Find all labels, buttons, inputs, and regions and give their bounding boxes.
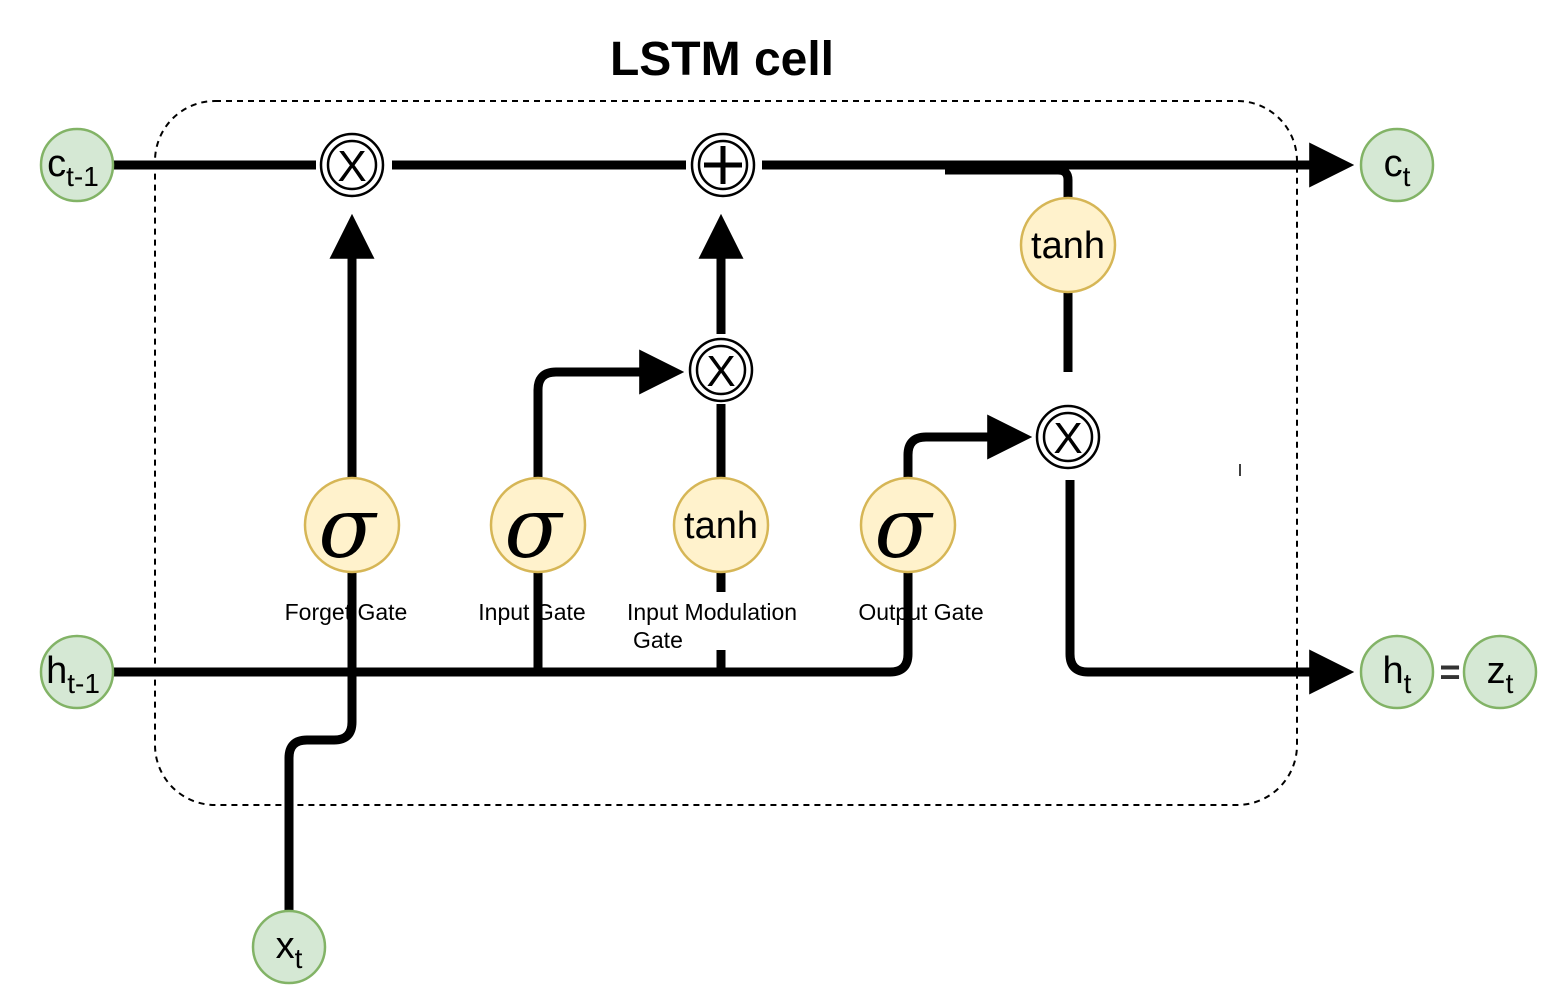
multiply-symbol: X [706,347,735,396]
multiply-symbol: X [1053,414,1082,463]
svg-text:ht-1: ht-1 [46,650,100,699]
node-main-label: h [46,650,67,692]
forget-gate-label: Forget Gate [285,599,408,625]
node-sub-label: t [1404,668,1412,699]
cell-boundary [154,100,1298,806]
input-gate-node: σ [489,476,587,577]
node-main-label: c [47,143,66,185]
tanh-label: tanh [1031,225,1105,267]
modulation-gate-node: tanh [672,476,770,574]
forget-gate-node: σ [303,476,401,577]
next-hidden-state-node: ht [1359,634,1435,710]
mult-to-hidden-line [1065,480,1355,695]
sigma-symbol: σ [504,479,564,577]
input-multiply-node: X [688,337,754,403]
sigma-symbol: σ [318,479,378,577]
tanh-label: tanh [684,505,758,547]
diagram-title: LSTM cell [610,33,834,86]
output-multiply-node: X [1035,404,1101,470]
input-gate-label: Input Gate [478,599,585,625]
prev-hidden-state-node: ht-1 [39,634,115,710]
modulation-gate-label-line2: Gate [633,627,683,653]
svg-text:ct-1: ct-1 [47,143,99,192]
hidden-state-bus [113,572,913,677]
output-gate-label: Output Gate [858,599,983,625]
modulation-gate-label-line1: Input Modulation [627,599,797,625]
node-sub-label: t [1506,668,1514,699]
input-to-mult-line [533,349,685,478]
cell-tanh-node: tanh [1019,196,1117,294]
cell-to-tanh-line [945,165,1073,198]
sigma-symbol: σ [874,479,934,577]
multiply-symbol: X [337,142,366,191]
input-x-node: xt [251,909,327,985]
node-sub-label: t [295,943,303,974]
svg-text:zt: zt [1487,650,1514,699]
forget-multiply-node: X [319,132,385,198]
node-main-label: c [1384,143,1403,185]
output-z-node: zt [1462,634,1538,710]
svg-text:ht: ht [1383,650,1412,699]
output-gate-node: σ [859,476,957,577]
svg-text:xt: xt [276,925,303,974]
node-main-label: z [1487,650,1506,692]
node-main-label: x [276,925,295,967]
node-sub-label: t-1 [67,668,100,699]
node-main-label: h [1383,650,1404,692]
prev-cell-state-node: ct-1 [39,127,115,203]
input-x-line [284,672,357,912]
output-to-mult-line [903,414,1033,478]
next-cell-state-node: ct [1359,127,1435,203]
node-sub-label: t [1403,161,1411,192]
svg-text:ct: ct [1384,143,1411,192]
equals-sign: = [1439,651,1460,692]
node-sub-label: t-1 [66,161,99,192]
cell-add-node [690,132,756,198]
